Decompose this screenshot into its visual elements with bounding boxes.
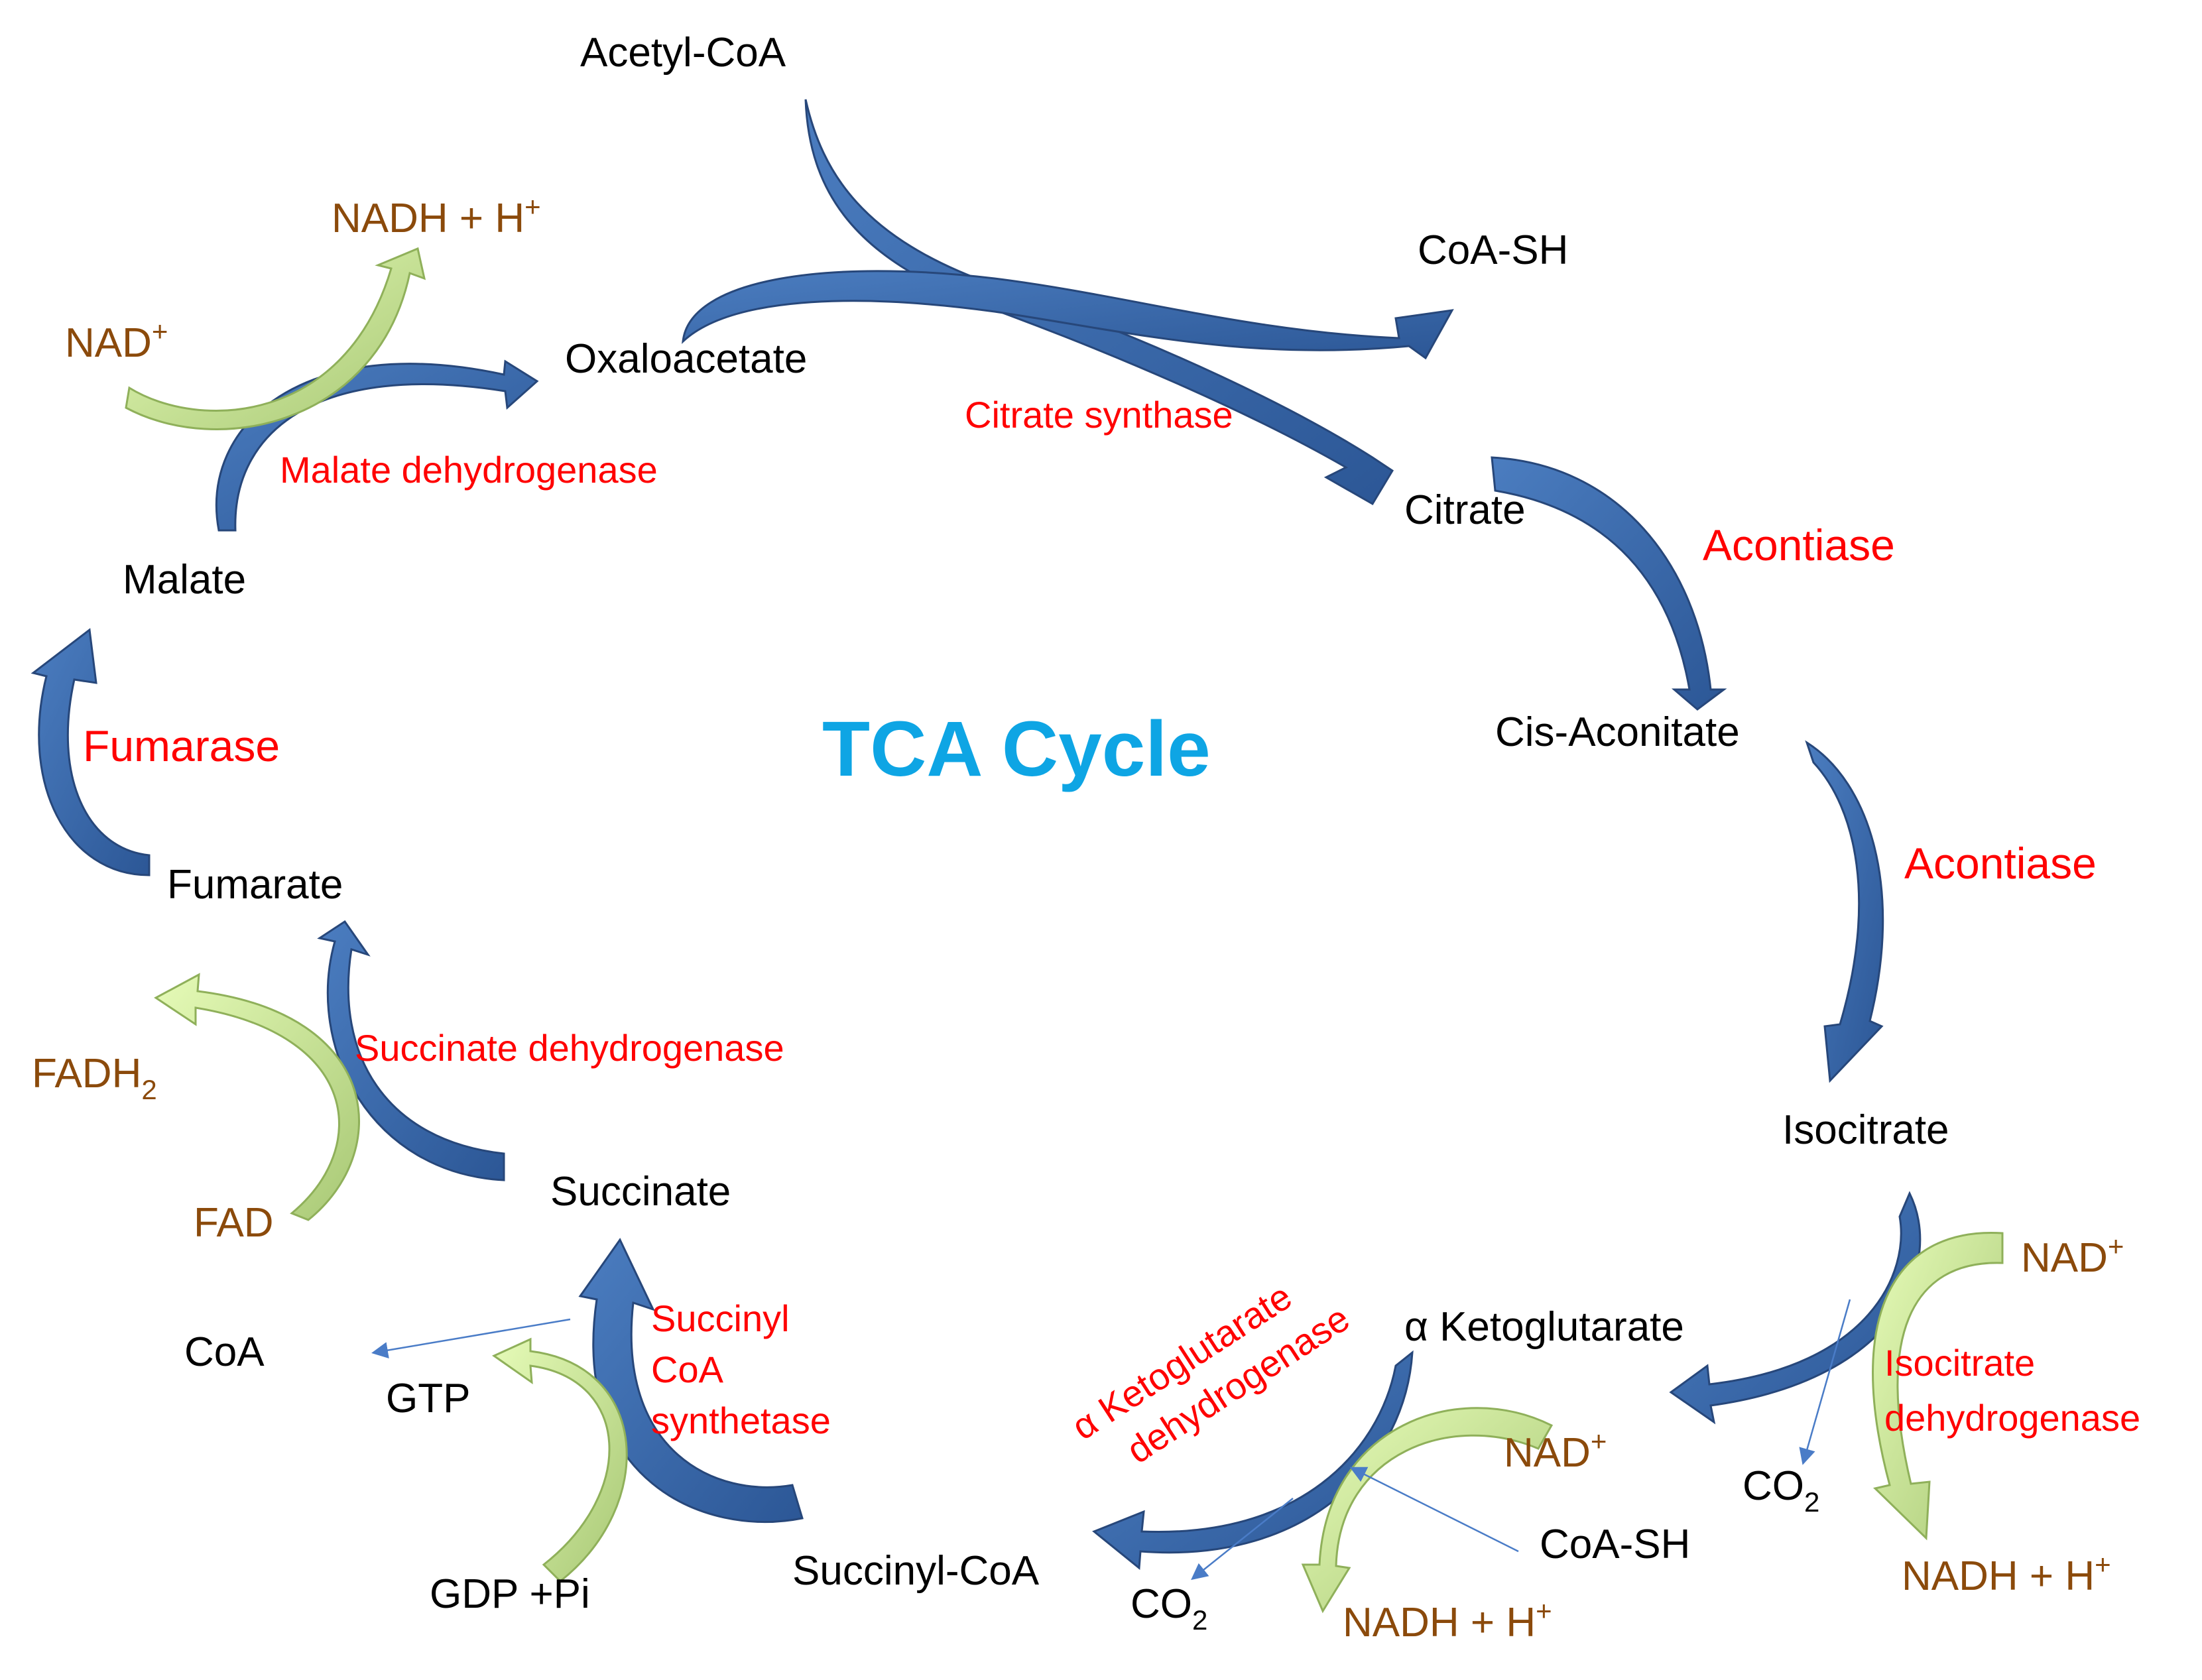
enzyme-succinate-dh: Succinate dehydrogenase: [355, 1027, 784, 1069]
label-citrate: Citrate: [1404, 487, 1526, 533]
arrow-oxaloacetate-to-coash: [682, 270, 1454, 360]
arrow-fumarate-to-malate: [31, 628, 151, 876]
cofactor-malate-nadh: NADH + H+: [332, 191, 541, 241]
cofactor-fadh2: FADH2: [32, 1051, 157, 1105]
arrow-malate-nad-to-nadh: [125, 247, 426, 430]
enzyme-succinyl-coa-syn-line3: synthetase: [651, 1400, 831, 1441]
label-isocitrate: Isocitrate: [1782, 1107, 1949, 1153]
label-alpha-ketoglutarate: α Ketoglutarate: [1404, 1304, 1684, 1350]
arrow-fad-to-fadh2: [154, 973, 361, 1221]
arrow-gdp-to-gtp: [491, 1337, 628, 1583]
label-oxaloacetate: Oxaloacetate: [565, 336, 807, 382]
label-coa: CoA: [184, 1329, 265, 1375]
enzyme-aconitase-1: Acontiase: [1703, 520, 1895, 570]
arrow-akg-co2: [1191, 1498, 1294, 1581]
enzyme-isocitrate-dh-line2: dehydrogenase: [1884, 1397, 2140, 1439]
cofactor-akg-nad: NAD+: [1504, 1425, 1607, 1476]
label-gdp-pi: GDP +Pi: [430, 1571, 590, 1617]
label-succinyl-coa: Succinyl-CoA: [792, 1548, 1040, 1594]
enzyme-fumarase: Fumarase: [83, 721, 280, 770]
enzyme-succinyl-coa-syn-line2: CoA: [651, 1349, 724, 1390]
label-gtp: GTP: [386, 1376, 470, 1421]
label-coa-sh-bottom: CoA-SH: [1540, 1522, 1690, 1567]
arrow-succinylcoa-to-succinate: [578, 1238, 804, 1523]
label-succinate: Succinate: [550, 1169, 731, 1215]
cofactor-fad: FAD: [194, 1200, 274, 1246]
enzyme-isocitrate-dh-line1: Isocitrate: [1884, 1342, 2035, 1384]
label-fumarate: Fumarate: [167, 862, 343, 908]
enzyme-aconitase-2: Acontiase: [1904, 839, 2097, 888]
cofactor-malate-nad: NAD+: [65, 316, 168, 366]
enzyme-citrate-synthase: Citrate synthase: [965, 394, 1233, 436]
cofactor-iso-nadh: NADH + H+: [1902, 1549, 2111, 1599]
arrow-citrate-to-cisaconitate: [1491, 456, 1727, 711]
arrow-akg-nad-to-nadh: [1301, 1407, 1554, 1614]
diagram-title: TCA Cycle: [822, 705, 1211, 793]
arrow-iso-co2: [1799, 1299, 1851, 1465]
arrow-iso-nad-to-nadh: [1872, 1231, 2004, 1541]
enzyme-malate-dh: Malate dehydrogenase: [280, 449, 658, 491]
cofactor-akg-co2: CO2: [1131, 1581, 1207, 1636]
cofactor-iso-nad: NAD+: [2021, 1230, 2124, 1281]
cofactor-akg-nadh: NADH + H+: [1343, 1595, 1552, 1646]
arrow-succinylcoa-coa-out: [371, 1318, 571, 1358]
arrow-cisaconitate-to-isocitrate: [1805, 740, 1884, 1083]
arrow-acetylcoa-to-citrate: [804, 99, 1394, 506]
cofactor-iso-co2: CO2: [1743, 1463, 1819, 1518]
label-cis-aconitate: Cis-Aconitate: [1495, 709, 1740, 755]
label-acetyl-coa: Acetyl-CoA: [580, 30, 786, 76]
arrow-malate-to-oxaloacetate: [215, 359, 539, 532]
arrow-succinate-to-fumarate: [317, 920, 505, 1181]
enzyme-succinyl-coa-syn-line1: Succinyl: [651, 1297, 790, 1339]
label-malate: Malate: [123, 557, 246, 603]
arrow-akg-coash-in: [1349, 1467, 1519, 1553]
label-coa-sh-top: CoA-SH: [1418, 227, 1568, 273]
